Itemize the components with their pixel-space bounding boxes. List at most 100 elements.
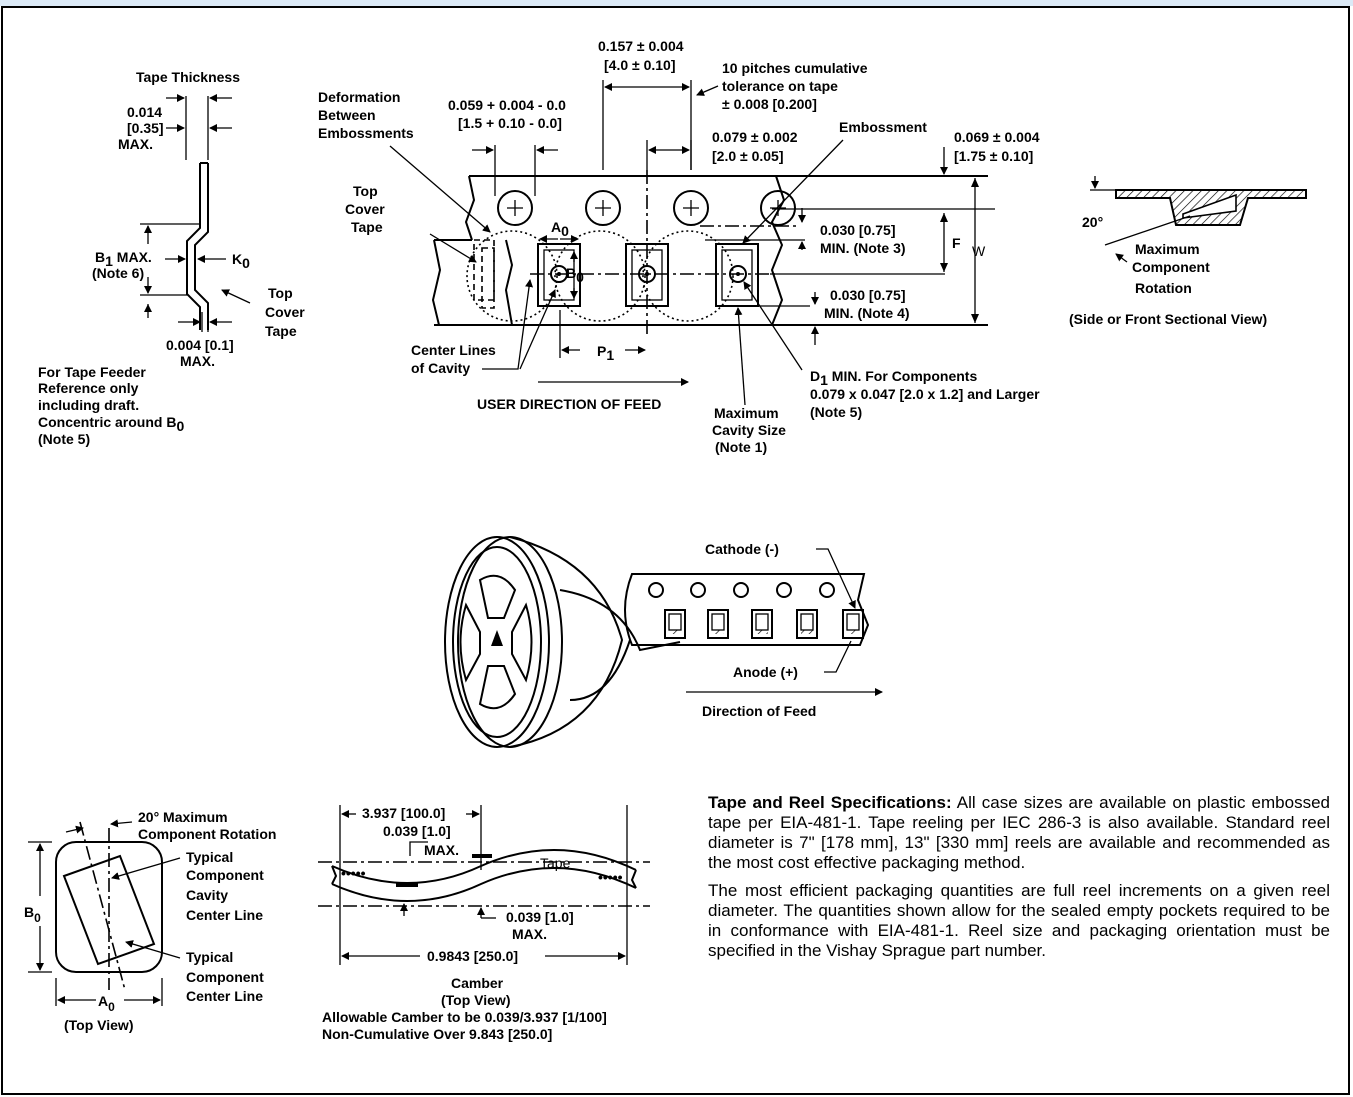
cover-tape-edge <box>481 247 495 309</box>
f-label: F <box>952 235 961 251</box>
p2-dim: 0.079 ± 0.002 <box>712 129 798 145</box>
deformation-outline <box>466 230 558 322</box>
d1-components: 0.079 x 0.047 [2.0 x 1.2] and Larger <box>810 386 1040 402</box>
header-band <box>0 0 1353 6</box>
camber-view: 3.937 [100.0] 0.039 [1.0] MAX. ••••• •••… <box>318 805 650 1042</box>
page-frame <box>1 6 1350 1095</box>
component-center-label: Typical <box>186 949 233 965</box>
b0-label: B0 <box>24 904 41 925</box>
camber-dim-top: 0.039 [1.0] <box>383 823 451 839</box>
b1-label: B1 MAX. <box>95 249 152 269</box>
deformation-label: Between <box>318 107 376 123</box>
direction-label: Direction of Feed <box>702 703 816 719</box>
leader-line <box>389 145 491 233</box>
tape-break-left-lower <box>431 239 442 326</box>
deformation-outline <box>554 230 646 322</box>
cavity <box>715 243 759 307</box>
feeder-note: Reference only <box>38 380 139 396</box>
sprocket-hole <box>585 190 621 226</box>
reel-component <box>751 609 773 639</box>
reel-sprocket <box>733 582 749 598</box>
spec-heading: Tape and Reel Specifications: <box>708 793 952 812</box>
thickness-dim-value: 0.014 <box>127 104 162 120</box>
reel-flange <box>444 536 550 748</box>
thickness-dim2-max: MAX. <box>180 353 215 369</box>
camber-dim-top-max: MAX. <box>424 842 459 858</box>
note3-dim: 0.030 [0.75] <box>820 222 896 238</box>
edge-dim-metric: [1.75 ± 0.10] <box>954 148 1033 164</box>
arrow-head <box>971 178 979 187</box>
rotation-label: Rotation <box>1135 280 1192 296</box>
leader-line <box>742 139 844 244</box>
cavity-center-label: Typical <box>186 849 233 865</box>
note4-label: MIN. (Note 4) <box>824 305 910 321</box>
pitch-dim-metric: [4.0 ± 0.10] <box>604 57 676 73</box>
sprocket-hole <box>760 190 796 226</box>
rotation-label: Component <box>1132 259 1210 275</box>
side-view-caption: (Side or Front Sectional View) <box>1069 311 1267 327</box>
reel-rim <box>452 546 542 738</box>
reel-sprocket <box>819 582 835 598</box>
b0-label: B0 <box>566 265 584 285</box>
camber-caption: (Top View) <box>441 992 510 1008</box>
tilted-component <box>1182 193 1237 219</box>
reel-hub <box>491 630 503 646</box>
thickness-dim-metric: [0.35] <box>127 120 164 136</box>
cavity-center-label: Center Line <box>186 907 263 923</box>
top-cover-tape-label: Cover <box>265 304 305 320</box>
edge-dim: 0.069 ± 0.004 <box>954 129 1040 145</box>
rotation-label: Maximum <box>1135 241 1200 257</box>
tape-holes: ••••• <box>598 869 623 885</box>
tape-end <box>630 869 637 889</box>
anode-leader <box>824 640 852 673</box>
a0-label: A0 <box>98 993 115 1014</box>
note4-dim: 0.030 [0.75] <box>830 287 906 303</box>
angle-line <box>1104 215 1191 246</box>
rotation-note: 20° Maximum <box>138 809 228 825</box>
camber-caption: Allowable Camber to be 0.039/3.937 [1/10… <box>322 1009 607 1025</box>
top-cover-label: Cover <box>345 201 385 217</box>
spec-body: All case sizes are available on plastic … <box>708 793 1330 872</box>
deformation-outline <box>642 230 734 322</box>
side-sectional-view: 20° Maximum Component Rotation (Side or … <box>1069 176 1307 327</box>
tape-edge-bottom <box>331 866 637 902</box>
w-label: W <box>972 243 986 259</box>
sprocket-hole <box>497 190 533 226</box>
cumulative-note: tolerance on tape <box>722 78 838 94</box>
arrow-head <box>971 314 979 323</box>
reel-illustration: Cathode (-) Anode (+) Direction of Feed <box>444 536 883 748</box>
camber-caption: Non-Cumulative Over 9.843 [250.0] <box>322 1026 552 1042</box>
reel-flange-back <box>457 536 563 748</box>
leader-line <box>221 289 251 304</box>
tape-profile-inner <box>186 163 201 330</box>
rotation-note: Component Rotation <box>138 826 276 842</box>
user-feed-label: USER DIRECTION OF FEED <box>477 396 661 412</box>
reel-window <box>459 602 481 683</box>
feeder-note: Concentric around B0 <box>38 414 184 434</box>
tape-thickness-section: Tape Thickness 0.014 [0.35] MAX. B1 MAX.… <box>38 69 305 447</box>
rotated-component <box>62 854 156 966</box>
reel-sprocket <box>776 582 792 598</box>
leader-line <box>111 857 181 880</box>
component-top-view: 20° Maximum Component Rotation Typical C… <box>24 809 276 1033</box>
k0-label: K0 <box>232 251 250 271</box>
camber-total: 0.9843 [250.0] <box>427 948 518 964</box>
center-lines-label: Center Lines <box>411 342 496 358</box>
deformation-label: Embossments <box>318 125 414 141</box>
dim-arrow <box>110 819 133 828</box>
center-lines-label: of Cavity <box>411 360 470 376</box>
feeder-note: For Tape Feeder <box>38 364 146 380</box>
leader-line <box>696 85 719 96</box>
component-center-label: Component <box>186 969 264 985</box>
component-center-label: Center Line <box>186 988 263 1004</box>
hole-dim-metric: [1.5 + 0.10 - 0.0] <box>458 115 562 131</box>
a0-label: A0 <box>551 219 569 239</box>
top-cover-label: Top <box>353 183 378 199</box>
feeder-note: including draft. <box>38 397 139 413</box>
leader-line <box>1115 253 1128 263</box>
tape-end <box>331 865 338 885</box>
top-cover-tape-label: Tape <box>265 323 297 339</box>
thickness-dim-max: MAX. <box>118 136 153 152</box>
hole-centers <box>507 200 786 216</box>
spec-paragraph: The most efficient packaging quantities … <box>708 881 1330 960</box>
